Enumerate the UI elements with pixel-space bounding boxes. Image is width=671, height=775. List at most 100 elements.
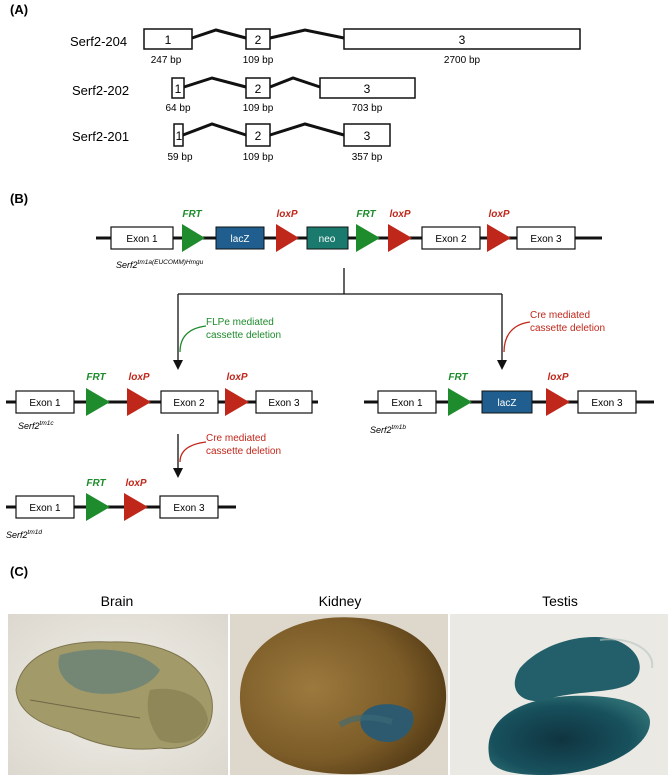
tissue-label-testis: Testis [542, 593, 578, 609]
flpe-annotation-line2: cassette deletion [206, 330, 281, 341]
transcript-name: Serf2-202 [72, 83, 129, 98]
allele-tm1c: Exon 1 FRT loxP Exon 2 loxP Exon 3 Serf2… [6, 372, 318, 431]
allele-name-tm1b: Serf2tm1b [370, 424, 406, 435]
exon-box [159, 495, 219, 519]
intron-line [269, 28, 345, 40]
loxp-label: loxP [547, 372, 568, 383]
exon-label: Exon 3 [268, 398, 300, 409]
branch-connector [177, 268, 503, 362]
exon-length: 357 bp [352, 152, 383, 163]
loxp-site-icon [546, 388, 570, 416]
frt-site-icon [86, 493, 110, 521]
allele-tm1a: Exon 1 FRT lacZ loxP neo FRT loxP Exon 2… [96, 209, 602, 270]
exon-number: 1 [165, 33, 172, 47]
transcript-serf2-202: Serf2-202 1 2 3 64 bp 109 bp 703 bp [72, 76, 416, 114]
exon-box [160, 390, 219, 414]
exon-box [245, 28, 271, 50]
exon-length: 2700 bp [444, 55, 481, 66]
exon-number: 1 [175, 82, 182, 96]
exon-number: 3 [364, 129, 371, 143]
intron-line [182, 122, 247, 137]
loxp-site-icon [124, 493, 148, 521]
exon-number: 2 [255, 129, 262, 143]
exon-number: 1 [176, 129, 183, 143]
exon-length: 64 bp [165, 103, 190, 114]
loxp-label: loxP [389, 209, 410, 220]
panel-a-label: (A) [10, 2, 28, 17]
arrow-down-icon [173, 468, 183, 478]
exon-label: Exon 1 [29, 503, 61, 514]
transcript-serf2-204: Serf2-204 1 2 3 247 bp 109 bp 2700 bp [70, 28, 581, 66]
allele-name-tm1c: Serf2tm1c [18, 420, 54, 431]
exon-number: 3 [364, 82, 371, 96]
exon-box [255, 390, 313, 414]
frt-site-icon [356, 224, 380, 252]
exon-box [377, 390, 437, 414]
exon-box [421, 226, 481, 250]
loxp-site-icon [127, 388, 151, 416]
loxp-site-icon [388, 224, 412, 252]
exon-label: Exon 2 [435, 234, 467, 245]
exon-box [516, 226, 576, 250]
cre-annotation-line2: cassette deletion [206, 446, 281, 457]
cre-annotation-line2: cassette deletion [530, 323, 605, 334]
intron-line [183, 76, 247, 89]
exon-box [143, 28, 193, 50]
allele-name-tm1a: Serf2tm1a(EUCOMM)Hmgu [116, 259, 204, 270]
exon-label: Exon 1 [391, 398, 423, 409]
frt-site-icon [182, 224, 205, 252]
exon-label: Exon 1 [126, 234, 158, 245]
panel-c-label: (C) [10, 564, 28, 579]
exon-number: 3 [459, 33, 466, 47]
brain-photo [8, 614, 228, 775]
frt-site-icon [86, 388, 110, 416]
frt-site-icon [448, 388, 472, 416]
exon-box [343, 123, 391, 147]
lacz-cassette [215, 226, 265, 250]
loxp-site-icon [487, 224, 511, 252]
exon-box [245, 77, 271, 99]
frt-label: FRT [86, 372, 106, 383]
exon-length: 109 bp [243, 103, 274, 114]
tissue-label-brain: Brain [101, 593, 134, 609]
lacz-cassette [481, 390, 533, 414]
loxp-label: loxP [125, 478, 146, 489]
exon-label: Exon 1 [29, 398, 61, 409]
transcript-name: Serf2-201 [72, 129, 129, 144]
transcript-serf2-201: Serf2-201 1 2 3 59 bp 109 bp 357 bp [72, 122, 391, 163]
testis-photo [450, 614, 668, 775]
exon-label: Exon 3 [530, 234, 562, 245]
tissue-label-kidney: Kidney [319, 593, 362, 609]
exon-number: 2 [255, 82, 262, 96]
lacz-label: lacZ [498, 398, 517, 409]
exon-length: 703 bp [352, 103, 383, 114]
intron-line [269, 76, 321, 89]
flpe-annotation-curve [179, 325, 207, 353]
frt-label: FRT [86, 478, 106, 489]
exon-label: Exon 2 [173, 398, 205, 409]
allele-name-tm1d: Serf2tm1d [6, 529, 42, 540]
loxp-label: loxP [128, 372, 149, 383]
cre-annotation-line1: Cre mediated [530, 310, 590, 321]
loxp-label: loxP [488, 209, 509, 220]
exon-box [15, 390, 75, 414]
exon-box [319, 77, 416, 99]
frt-label: FRT [356, 209, 376, 220]
exon-number: 2 [255, 33, 262, 47]
intron-line [269, 122, 345, 137]
transcript-name: Serf2-204 [70, 34, 127, 49]
loxp-label: loxP [226, 372, 247, 383]
arrow-down-icon [173, 360, 183, 370]
intron-line [191, 28, 247, 40]
exon-box [110, 226, 174, 250]
frt-label: FRT [448, 372, 468, 383]
neo-cassette [306, 226, 349, 250]
exon-box [15, 495, 75, 519]
cre-annotation-curve [179, 441, 207, 463]
panel-b-label: (B) [10, 191, 28, 206]
flpe-annotation-line1: FLPe mediated [206, 317, 274, 328]
exon-box [245, 123, 271, 147]
exon-box [343, 28, 581, 50]
exon-length: 109 bp [243, 55, 274, 66]
loxp-site-icon [225, 388, 249, 416]
